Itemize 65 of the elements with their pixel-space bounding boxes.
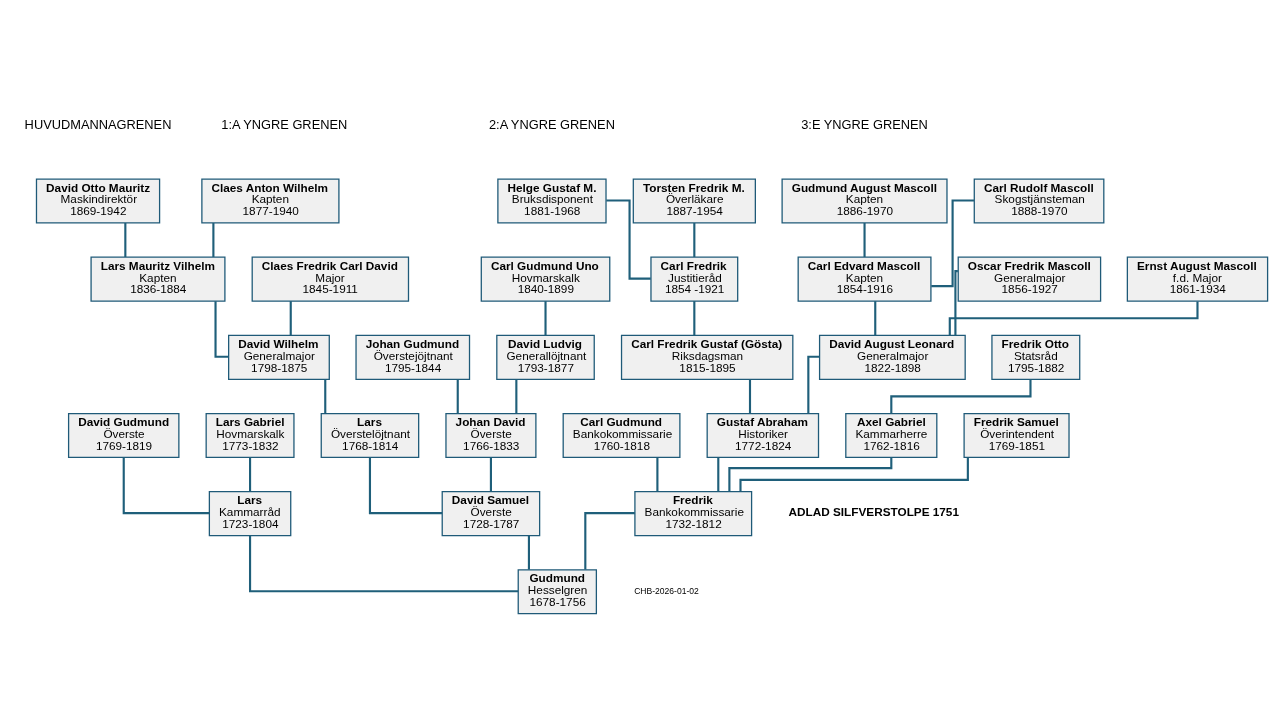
connector (249, 535, 519, 593)
connector (324, 379, 327, 414)
connector (212, 223, 215, 257)
node-box: Oscar Fredrik Mascoll Generalmajor 1856-1927 (957, 256, 1102, 302)
node-box: Fredrik Bankokommissarie 1732-1812 (634, 491, 753, 537)
node-box: Carl Rudolf Mascoll Skogstjänsteman 1888-1970 (973, 178, 1105, 224)
connector (214, 301, 229, 358)
connector (693, 301, 696, 336)
connector (368, 457, 443, 515)
connector (122, 457, 210, 515)
node-box: Gudmund August Mascoll Kapten 1886-1970 (781, 178, 948, 224)
node-box: Johan Gudmund Överstejöjtnant 1795-1844 (355, 334, 471, 380)
node-box: Axel Gabriel Kammarherre 1762-1816 (845, 412, 938, 459)
node-box: David Wilhelm Generalmajor 1798-1875 (228, 334, 330, 380)
connector (931, 199, 974, 288)
node-box: Lars Gabriel Hovmarskalk 1773-1832 (205, 412, 295, 459)
node-box: Gustaf Abraham Historiker 1772-1824 (706, 412, 820, 459)
connector (863, 223, 866, 257)
label: HUVUDMANNAGRENEN (24, 116, 172, 132)
connector (728, 457, 893, 492)
node-box: Fredrik Samuel Överintendent 1769-1851 (963, 412, 1070, 459)
node-box: Gudmund Hesselgren 1678-1756 (517, 569, 597, 615)
connector (656, 457, 659, 492)
node-box: Claes Anton Wilhelm Kapten 1877-1940 (201, 178, 340, 224)
node-box: Lars Överstelöjtnant 1768-1814 (320, 412, 420, 459)
node-box: Carl Fredrik Gustaf (Gösta) Riksdagsman 1815-1895 (620, 334, 794, 380)
node-box: Ernst August Mascoll f.d. Major 1861-1934 (1126, 256, 1269, 302)
connector (748, 379, 752, 414)
node-box: Claes Fredrik Carl David Major 1845-1911 (251, 256, 410, 302)
connector (527, 535, 530, 570)
node-box: Carl Gudmund Uno Hovmarskalk 1840-1899 (480, 256, 611, 302)
node-box: David Gudmund Överste 1769-1819 (67, 412, 180, 459)
node-box: Carl Edvard Mascoll Kapten 1854-1916 (797, 256, 932, 302)
label: CHB-2026-01-02 (634, 585, 699, 596)
connector (954, 270, 959, 336)
connector (717, 457, 720, 492)
connector (693, 223, 696, 257)
connector (124, 223, 127, 257)
node-box: David Otto Mauritz Maskindirektör 1869-1942 (35, 178, 161, 224)
node-box: Lars Mauritz Vilhelm Kapten 1836-1884 (90, 256, 226, 302)
label: 3:E YNGRE GRENEN (801, 116, 928, 132)
node-box: Carl Gudmund Bankokommissarie 1760-1818 (562, 412, 681, 459)
connector (515, 379, 518, 414)
connector (544, 301, 547, 336)
node-box: Fredrik Otto Statsråd 1795-1882 (991, 334, 1081, 380)
label: 2:A YNGRE GRENEN (488, 116, 615, 132)
connector (456, 379, 459, 414)
node-box: David Ludvig Generallöjtnant 1793-1877 (496, 334, 595, 380)
connector (874, 301, 877, 336)
label: ADLAD SILFVERSTOLPE 1751 (788, 504, 959, 518)
node-box: Carl Fredrik Justitieråd 1854 -1921 (650, 256, 739, 302)
label: 1:A YNGRE GRENEN (221, 116, 348, 132)
connector (489, 457, 492, 492)
node-box: Johan David Överste 1766-1833 (445, 412, 537, 459)
connector (249, 457, 252, 492)
connector (289, 301, 292, 336)
connector (807, 355, 820, 414)
connector (584, 512, 635, 570)
connector (739, 457, 969, 492)
node-box: Torsten Fredrik M. Överläkare 1887-1954 (632, 178, 756, 224)
connector (606, 199, 651, 280)
node-box: David August Leonard Generalmajor 1822-1898 (818, 334, 966, 380)
node-box: David Samuel Överste 1728-1787 (441, 491, 541, 537)
node-box: Lars Kammarråd 1723-1804 (208, 491, 292, 537)
node-box: Helge Gustaf M. Bruksdisponent 1881-1968 (497, 178, 607, 224)
